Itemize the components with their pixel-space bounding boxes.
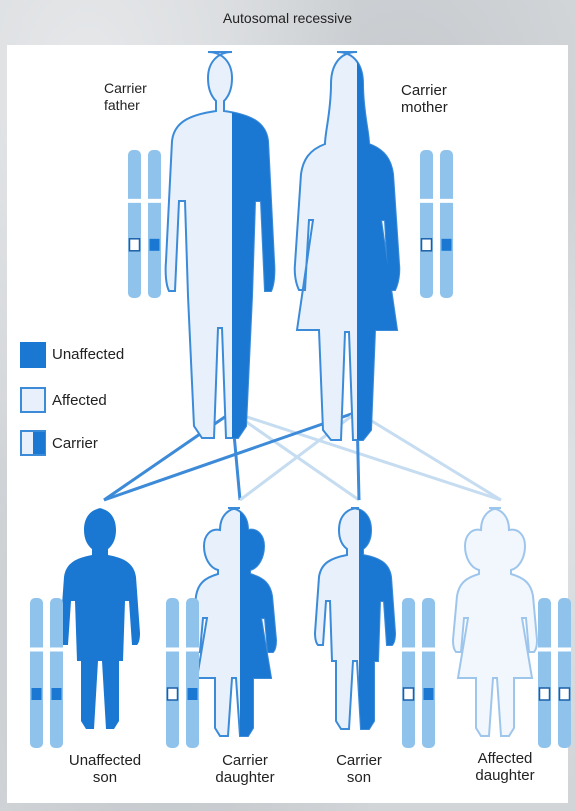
recessive-allele-marker bbox=[168, 688, 178, 700]
dominant-allele-marker bbox=[424, 688, 434, 700]
dominant-allele-marker bbox=[32, 688, 42, 700]
father-chromosomes bbox=[128, 150, 161, 298]
recessive-allele-marker bbox=[560, 688, 570, 700]
dominant-allele-marker bbox=[52, 688, 62, 700]
chromosome bbox=[128, 150, 141, 298]
child-label-4: Affected daughter bbox=[450, 750, 560, 784]
son2-chromosomes bbox=[402, 598, 435, 748]
chromosome bbox=[538, 598, 551, 748]
dominant-allele-marker bbox=[442, 239, 452, 251]
son2-figure bbox=[315, 508, 395, 729]
centromere bbox=[538, 648, 551, 652]
dominant-allele-marker bbox=[188, 688, 198, 700]
centromere bbox=[50, 648, 63, 652]
child-label-1: Unaffected son bbox=[50, 752, 160, 786]
dominant-allele-marker bbox=[150, 239, 160, 251]
line-mother-daughter2 bbox=[357, 412, 501, 500]
child-label-3: Carrier son bbox=[314, 752, 404, 786]
centromere bbox=[148, 199, 161, 203]
chromosome bbox=[422, 598, 435, 748]
chromosome bbox=[420, 150, 433, 298]
mother-chromosomes bbox=[420, 150, 453, 298]
chromosome bbox=[166, 598, 179, 748]
centromere bbox=[422, 648, 435, 652]
chromosome bbox=[558, 598, 571, 748]
legend-affected-swatch bbox=[21, 388, 45, 412]
daughter2-figure bbox=[453, 508, 537, 736]
son1-chromosomes bbox=[30, 598, 63, 748]
recessive-allele-marker bbox=[422, 239, 432, 251]
father-figure bbox=[166, 52, 275, 438]
chromosome bbox=[440, 150, 453, 298]
centromere bbox=[558, 648, 571, 652]
centromere bbox=[402, 648, 415, 652]
chromosome bbox=[30, 598, 43, 748]
father-label: Carrier father bbox=[104, 80, 147, 114]
daughter2-chromosomes bbox=[538, 598, 571, 748]
chromosome bbox=[148, 150, 161, 298]
centromere bbox=[420, 199, 433, 203]
centromere bbox=[166, 648, 179, 652]
recessive-allele-marker bbox=[540, 688, 550, 700]
inheritance-lines bbox=[104, 412, 501, 500]
legend bbox=[20, 342, 46, 455]
chromosome bbox=[186, 598, 199, 748]
daughter1-chromosomes bbox=[166, 598, 199, 748]
legend-carrier-label: Carrier bbox=[52, 435, 98, 452]
centromere bbox=[128, 199, 141, 203]
mother-label: Carrier mother bbox=[401, 82, 448, 116]
recessive-allele-marker bbox=[130, 239, 140, 251]
chromosome bbox=[50, 598, 63, 748]
child-label-2: Carrier daughter bbox=[190, 752, 300, 786]
centromere bbox=[440, 199, 453, 203]
chromosome bbox=[402, 598, 415, 748]
legend-unaffected-swatch bbox=[20, 342, 46, 368]
centromere bbox=[186, 648, 199, 652]
legend-affected-label: Affected bbox=[52, 392, 107, 409]
centromere bbox=[30, 648, 43, 652]
son1-figure bbox=[60, 508, 140, 729]
legend-unaffected-label: Unaffected bbox=[52, 346, 124, 363]
recessive-allele-marker bbox=[404, 688, 414, 700]
